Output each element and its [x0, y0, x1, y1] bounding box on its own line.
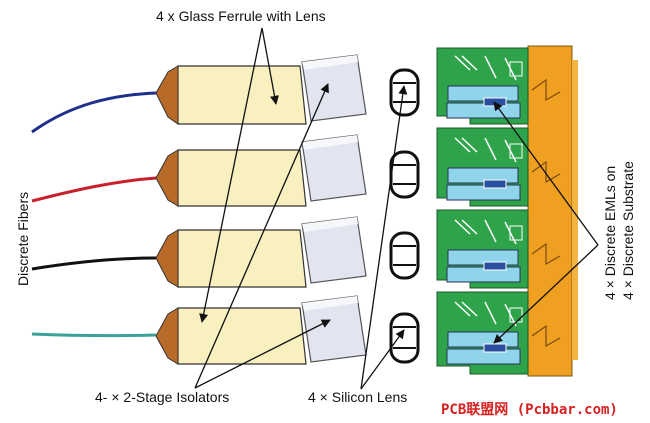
- eml-substrate-2: [436, 127, 529, 207]
- eml-chip-1: [483, 97, 507, 107]
- ferrule-label: 4 x Glass Ferrule with Lens: [156, 8, 326, 24]
- fiber-4: [31, 332, 157, 338]
- silicon-lens-3: [389, 231, 420, 280]
- silicon-lens-4: [389, 312, 420, 364]
- leader-lines: [194, 27, 599, 390]
- fibers-label: Discrete Fibers: [15, 192, 31, 286]
- emls-label-line2: 4 × Discrete Substrate: [620, 161, 636, 300]
- glass-ferrule-4: [155, 307, 307, 365]
- eml-chip-3: [483, 261, 507, 271]
- eml-chip-2: [483, 179, 507, 189]
- silicon-lens-label: 4 × Silicon Lens: [308, 389, 407, 405]
- isolator-4: [301, 295, 367, 363]
- isolator-3: [301, 216, 367, 284]
- glass-ferrule-3: [155, 229, 307, 288]
- eml-substrate-1: [436, 47, 529, 125]
- emls-label-line1: 4 × Discrete EMLs on: [602, 166, 618, 300]
- fiber-2: [31, 176, 157, 203]
- glass-ferrule-2: [155, 149, 307, 207]
- eml-substrate-3: [436, 209, 529, 289]
- silicon-lens-2: [389, 150, 420, 199]
- eml-substrate-4: [436, 291, 529, 375]
- substrate-orange-strip: [527, 45, 573, 377]
- isolators-label: 4- × 2-Stage Isolators: [95, 389, 229, 405]
- watermark: PCB联盟网 (Pcbbar.com): [441, 402, 618, 418]
- isolator-2: [301, 134, 367, 202]
- silicon-lens-1: [389, 68, 420, 117]
- eml-chip-4: [483, 343, 507, 353]
- glass-ferrule-1: [155, 65, 307, 125]
- isolator-1: [301, 54, 367, 122]
- substrate-traces: [531, 78, 561, 348]
- fiber-3: [31, 256, 157, 271]
- fiber-1: [31, 91, 157, 134]
